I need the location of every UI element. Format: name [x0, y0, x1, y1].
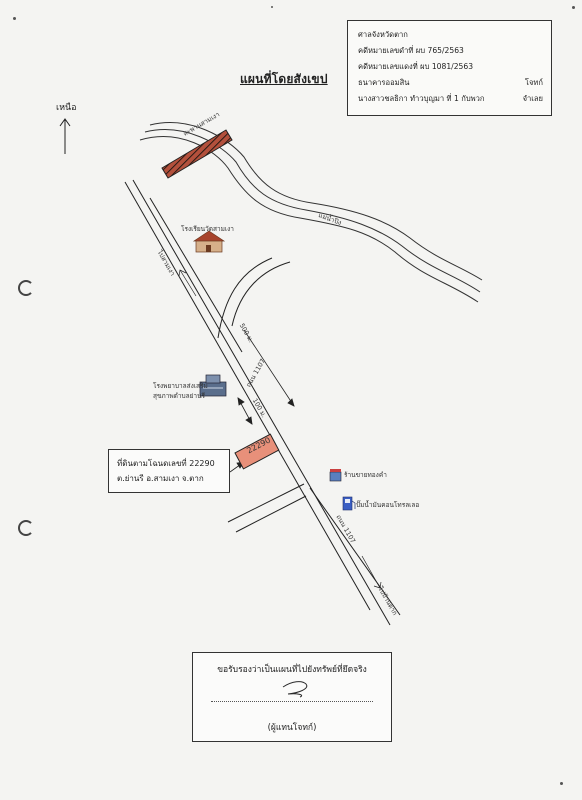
lower-side-road [227, 483, 307, 533]
parcel-deed-text: ที่ดินตามโฉนดเลขที่ 22290 [117, 459, 215, 468]
side-road [217, 257, 291, 339]
certification-box: ขอรับรองว่าเป็นแผนที่ไปยังทรัพย์ที่ยึดจร… [192, 652, 392, 742]
hospital-label-line2: สุขภาพตำบลย่านรี [153, 392, 206, 400]
gold-shop-label: ร้านขายทองคำ [344, 471, 387, 479]
punch-hole [18, 280, 34, 296]
gas-station-label: ปั๊มน้ำมันคอนโทรลเลอ [356, 501, 420, 509]
defendant-name: นางสาวชลธิกา ทำวบุญมา ที่ 1 กับพวก [358, 94, 485, 103]
scan-speck [271, 6, 273, 8]
scan-speck [560, 782, 563, 785]
signature-mark [282, 681, 308, 698]
punch-hole [18, 520, 34, 536]
gold-shop-icon [329, 469, 342, 482]
signature-line [211, 701, 373, 702]
road-direction-arrows [178, 269, 382, 589]
plaintiff-name: ธนาคารออมสิน [358, 78, 410, 87]
parcel-location-text: ต.ย่านรี อ.สามเงา จ.ตาก [117, 474, 204, 483]
parcel-info-box: ที่ดินตามโฉนดเลขที่ 22290 ต.ย่านรี อ.สาม… [108, 449, 230, 493]
black-case-number: คดีหมายเลขดำที่ ผบ 765/2563 [358, 46, 464, 55]
case-info-box: ศาลจังหวัดตาก คดีหมายเลขดำที่ ผบ 765/256… [347, 20, 552, 116]
bridge [161, 129, 233, 179]
gas-station-icon [342, 496, 356, 511]
court-name: ศาลจังหวัดตาก [358, 30, 408, 39]
main-road [124, 179, 401, 626]
scan-speck [572, 6, 575, 9]
hospital-label-line1: โรงพยาบาลส่งเสริม [153, 382, 208, 390]
school-icon [192, 230, 226, 253]
certification-signer: (ผู้แทนโจทก์) [267, 723, 317, 733]
red-case-number: คดีหมายเลขแดงที่ ผบ 1081/2563 [358, 62, 474, 71]
certification-statement: ขอรับรองว่าเป็นแผนที่ไปยังทรัพย์ที่ยึดจร… [217, 665, 367, 675]
map-title: แผนที่โดยสังเขป [240, 72, 328, 86]
defendant-role: จำเลย [522, 94, 543, 103]
river [139, 122, 483, 303]
north-label: เหนือ [56, 103, 77, 113]
hospital-icon [199, 374, 227, 397]
north-arrow-icon [59, 118, 71, 154]
parcel-22290 [234, 433, 280, 470]
scan-speck [13, 17, 16, 20]
plaintiff-role: โจทก์ [524, 78, 543, 87]
school-label: โรงเรียนวัดสามเงา [181, 225, 234, 233]
